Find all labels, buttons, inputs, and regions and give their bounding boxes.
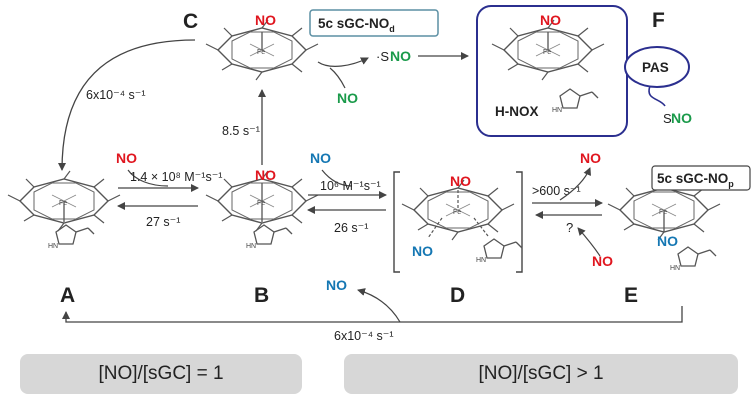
arrow-no-into-b-d xyxy=(321,169,353,187)
arrow-no-release xyxy=(559,167,591,201)
species-label-a: A xyxy=(60,284,75,307)
heme-d xyxy=(401,179,523,265)
sgc-nod-box: 5c sGC-NOd xyxy=(309,9,439,37)
rate-b-to-c: 8.5 s⁻¹ xyxy=(222,124,260,138)
no-label-b: NO xyxy=(255,167,276,183)
no-label-c: NO xyxy=(255,12,276,28)
hnox-label: H-NOX xyxy=(495,104,539,119)
rate-c-to-a: 6x10⁻⁴ s⁻¹ xyxy=(86,88,146,102)
rate-d-to-e: >600 s⁻¹ xyxy=(532,184,581,198)
ratio-box-greater: [NO]/[sGC] > 1 xyxy=(344,354,738,394)
heme-c xyxy=(205,19,319,81)
arrow-c-to-a xyxy=(58,39,196,171)
rate-e-to-a: 6x10⁻⁴ s⁻¹ xyxy=(334,329,394,343)
pas-linker xyxy=(648,85,666,107)
ratio-greater-text: [NO]/[sGC] > 1 xyxy=(478,363,604,384)
no-label-bottom: NO xyxy=(326,277,347,293)
species-label-d: D xyxy=(450,284,465,307)
no-label-d-top: NO xyxy=(450,173,471,189)
heme-a xyxy=(7,170,121,251)
ratio-box-equal: [NO]/[sGC] = 1 xyxy=(20,354,302,394)
ratio-equal-text: [NO]/[sGC] = 1 xyxy=(98,363,224,384)
sno-radical-no: NO xyxy=(390,48,411,64)
no-label-released: NO xyxy=(580,150,601,166)
no-green-label: NO xyxy=(337,90,358,106)
sgc-nod-subscript: d xyxy=(389,24,395,34)
pas-domain xyxy=(624,46,690,88)
rate-d-to-b: 26 s⁻¹ xyxy=(334,221,368,235)
heme-b xyxy=(205,170,319,251)
sgc-nod-main: 5c sGC-NO xyxy=(318,16,389,31)
no-label-rebind: NO xyxy=(592,253,613,269)
pas-label: PAS xyxy=(642,60,669,75)
arrow-e-to-a xyxy=(62,306,683,323)
species-label-c: C xyxy=(183,10,198,33)
species-label-b: B xyxy=(254,284,269,307)
bracket-d xyxy=(393,171,523,273)
pas-sno-no: NO xyxy=(671,110,692,126)
rate-b-to-d: 10⁶ M⁻¹s⁻¹ xyxy=(320,179,381,193)
rate-b-to-a: 27 s⁻¹ xyxy=(146,215,180,229)
arrow-no-to-sno xyxy=(317,57,369,67)
svg-text:5c sGC-NOd: 5c sGC-NOd xyxy=(318,16,395,34)
arrow-no-into-a-b xyxy=(127,169,169,187)
svg-text:5c sGC-NOp: 5c sGC-NOp xyxy=(657,171,734,189)
species-label-e: E xyxy=(624,284,638,307)
heme-e xyxy=(607,179,721,273)
no-label-f: NO xyxy=(540,12,561,28)
sgc-nop-main: 5c sGC-NO xyxy=(657,171,728,186)
no-label-b-d: NO xyxy=(310,150,331,166)
question-mark: ? xyxy=(566,220,573,235)
arrow-no-rebind xyxy=(577,227,601,257)
species-label-f: F xyxy=(652,9,665,32)
no-label-d-bottom: NO xyxy=(412,243,433,259)
no-label-a-b: NO xyxy=(116,150,137,166)
sgc-nop-box: 5c sGC-NOp xyxy=(651,165,751,191)
rate-a-to-b: 1.4 × 10⁸ M⁻¹s⁻¹ xyxy=(130,170,222,184)
sno-radical-s: ·S xyxy=(376,49,389,64)
sgc-nop-subscript: p xyxy=(728,179,734,189)
arrow-no-bottom xyxy=(357,288,401,323)
arrow-no-green-in xyxy=(329,67,346,89)
no-label-e: NO xyxy=(657,233,678,249)
pas-sno-s: S xyxy=(663,111,672,126)
